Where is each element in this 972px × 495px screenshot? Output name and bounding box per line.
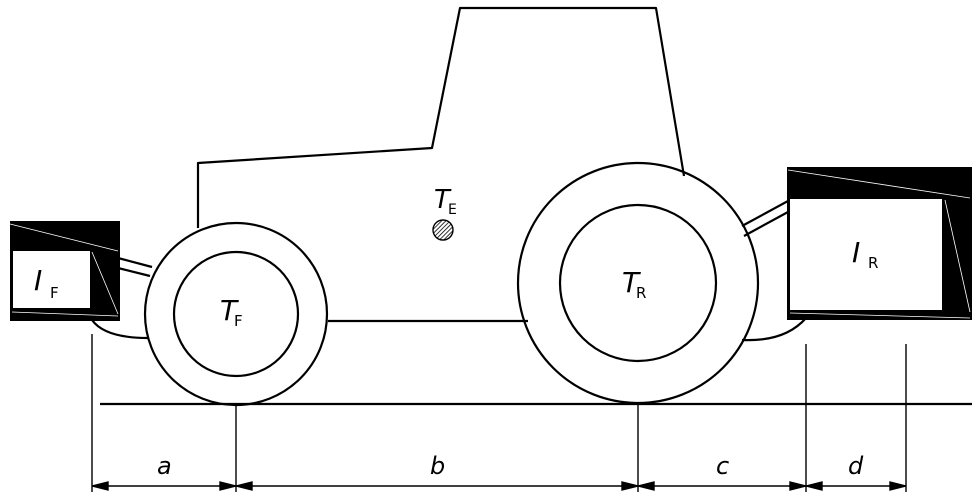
svg-text:R: R (636, 284, 646, 302)
rear-ballast (787, 167, 972, 320)
front-linkage (91, 256, 153, 340)
front-ballast (9, 221, 120, 321)
dimension-label-c: c (716, 452, 729, 480)
label-rear-mass: I R (852, 236, 878, 272)
tractor-body (196, 6, 686, 228)
dimension-lines (91, 481, 907, 491)
label-center-of-gravity: T E (434, 185, 457, 218)
svg-text:F: F (234, 312, 243, 330)
svg-text:I: I (852, 236, 860, 269)
svg-text:I: I (34, 264, 42, 297)
svg-text:F: F (50, 284, 59, 302)
svg-text:T: T (434, 185, 452, 215)
svg-text:T: T (220, 294, 239, 327)
rear-linkage (741, 200, 807, 342)
label-front-mass: I F (34, 264, 59, 302)
svg-text:E: E (448, 202, 457, 218)
dimension-label-d: d (848, 452, 864, 480)
dimension-label-a: a (157, 452, 172, 480)
svg-text:T: T (622, 266, 641, 299)
extension-lines (91, 334, 907, 492)
dimension-label-b: b (430, 452, 445, 480)
label-rear-axle: T R (622, 266, 646, 302)
center-of-gravity-marker (432, 219, 454, 241)
svg-text:R: R (868, 254, 878, 272)
label-front-axle: T F (220, 294, 243, 330)
